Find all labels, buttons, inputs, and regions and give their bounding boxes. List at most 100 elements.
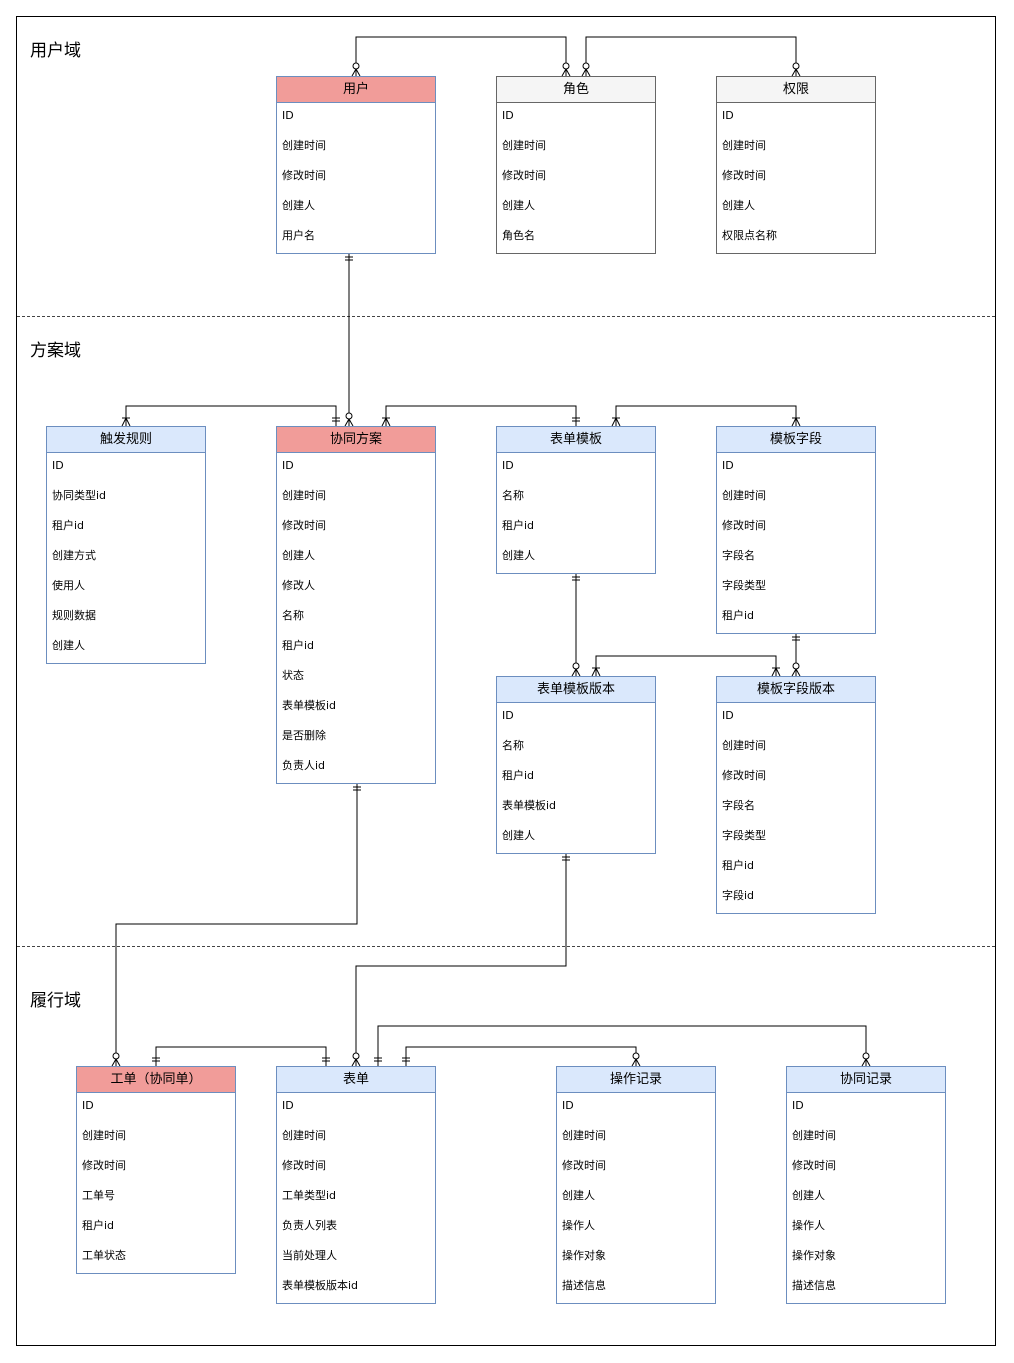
link-form-collablog: [377, 1025, 867, 1066]
entity-template-field-version-title: 模板字段版本: [717, 677, 875, 703]
entity-field: 工单状态: [82, 1249, 126, 1262]
entity-field: 操作对象: [792, 1249, 836, 1262]
entity-field: 创建方式: [52, 549, 96, 562]
cardinality-marker-one: [562, 856, 570, 861]
link-trigger-scheme: [125, 405, 337, 426]
entity-field: 创建人: [502, 829, 535, 842]
entity-field: 状态: [282, 669, 304, 682]
cardinality-marker-zmany: [351, 62, 361, 77]
domain-divider-scheme-fulfillment: [17, 946, 995, 947]
link-template-field: [615, 405, 797, 426]
entity-field: 创建人: [282, 199, 315, 212]
entity-field: ID: [722, 109, 734, 122]
entity-field: 表单模板id: [282, 699, 337, 712]
entity-field: 创建人: [502, 549, 535, 562]
link-user-role: [355, 36, 567, 76]
entity-field: ID: [792, 1099, 804, 1112]
domain-divider-user-scheme: [17, 316, 995, 317]
entity-form-template-title: 表单模板: [497, 427, 655, 453]
domain-label-scheme: 方案域: [30, 341, 81, 361]
cardinality-marker-many: [591, 667, 601, 677]
entity-field: 修改时间: [282, 519, 326, 532]
entity-field: 创建时间: [722, 139, 766, 152]
entity-field: 用户名: [282, 229, 315, 242]
cardinality-marker-one: [402, 1057, 410, 1062]
entity-field: 创建人: [282, 549, 315, 562]
entity-field: ID: [722, 459, 734, 472]
cardinality-marker-zmany: [791, 62, 801, 77]
entity-field: 创建时间: [282, 1129, 326, 1142]
cardinality-marker-zmany: [351, 1052, 361, 1067]
cardinality-marker-zmany: [581, 62, 591, 77]
cardinality-marker-zmany: [631, 1052, 641, 1067]
entity-field: 操作对象: [562, 1249, 606, 1262]
link-templateversion-fieldversion: [595, 655, 777, 676]
entity-field: ID: [82, 1099, 94, 1112]
entity-field: 修改时间: [722, 519, 766, 532]
cardinality-marker-one: [353, 786, 361, 791]
entity-field: 当前处理人: [282, 1249, 337, 1262]
entity-template-field-title: 模板字段: [717, 427, 875, 453]
cardinality-marker-one: [374, 1057, 382, 1062]
link-workorder-form: [155, 1046, 327, 1066]
entity-field: 创建人: [562, 1189, 595, 1202]
entity-field: 修改时间: [722, 769, 766, 782]
cardinality-marker-many: [791, 417, 801, 427]
entity-field: ID: [502, 109, 514, 122]
entity-field: 表单模板版本id: [282, 1279, 359, 1292]
entity-field: 是否删除: [282, 729, 326, 742]
cardinality-marker-zmany: [111, 1052, 121, 1067]
entity-field: 修改时间: [282, 169, 326, 182]
entity-field: 描述信息: [792, 1279, 836, 1292]
entity-form-template-version-title: 表单模板版本: [497, 677, 655, 703]
entity-field: 名称: [502, 489, 524, 502]
entity-field: ID: [502, 459, 514, 472]
cardinality-marker-zmany: [571, 662, 581, 677]
entity-field: ID: [722, 709, 734, 722]
entity-field: 创建时间: [792, 1129, 836, 1142]
entity-field: 字段id: [722, 889, 755, 902]
cardinality-marker-many: [121, 417, 131, 427]
entity-field: 租户id: [502, 769, 535, 782]
entity-field: 创建时间: [562, 1129, 606, 1142]
entity-field: 字段名: [722, 549, 755, 562]
cardinality-marker-one: [345, 256, 353, 261]
entity-collab-scheme-title: 协同方案: [277, 427, 435, 453]
entity-field: 表单模板id: [502, 799, 557, 812]
cardinality-marker-zmany: [861, 1052, 871, 1067]
entity-field: 租户id: [722, 609, 755, 622]
entity-field: 修改人: [282, 579, 315, 592]
cardinality-marker-many: [611, 417, 621, 427]
entity-field: 修改时间: [792, 1159, 836, 1172]
cardinality-marker-one: [572, 576, 580, 581]
entity-field: 权限点名称: [722, 229, 777, 242]
entity-field: 修改时间: [562, 1159, 606, 1172]
cardinality-marker-zmany: [561, 62, 571, 77]
entity-role-title: 角色: [497, 77, 655, 103]
entity-permission-title: 权限: [717, 77, 875, 103]
link-templateversion-form: [355, 852, 567, 1066]
entity-field: 修改时间: [722, 169, 766, 182]
entity-field: 创建人: [792, 1189, 825, 1202]
domain-label-user: 用户域: [30, 41, 81, 61]
